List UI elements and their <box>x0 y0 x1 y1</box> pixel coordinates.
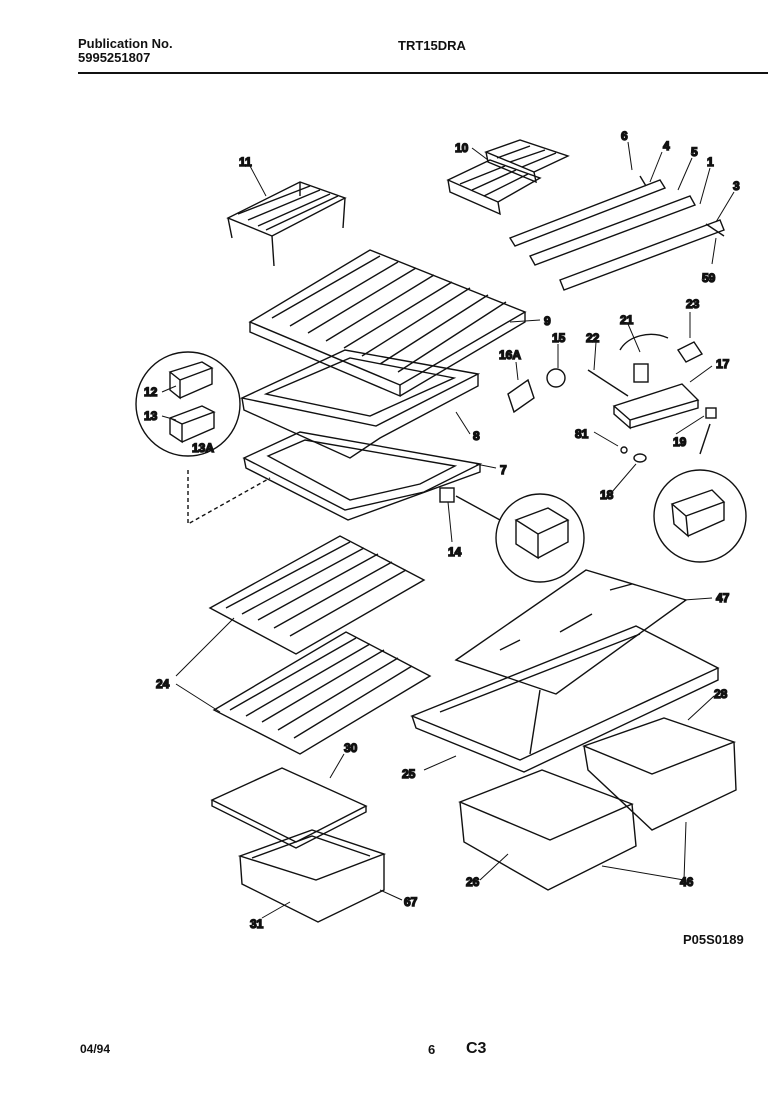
part-electrical-components <box>507 333 717 463</box>
part-wire-shelves <box>208 535 432 755</box>
callout-67: 67 <box>404 895 418 909</box>
callout-21: 21 <box>620 313 634 327</box>
part-glass-shelf <box>454 569 688 695</box>
part-pan-cover <box>210 767 368 849</box>
callout-19: 19 <box>673 435 687 449</box>
callout-23: 23 <box>686 297 700 311</box>
callout-31: 31 <box>250 917 264 931</box>
callout-59: 59 <box>702 271 716 285</box>
callout-13: 13 <box>144 409 158 423</box>
callout-3: 3 <box>733 179 740 193</box>
callout-47: 47 <box>716 591 730 605</box>
callout-18: 18 <box>600 488 614 502</box>
part-top-shelf <box>248 249 527 398</box>
leader-lines <box>161 141 735 919</box>
publication-date: 04/94 <box>80 1042 111 1056</box>
callout-12: 12 <box>144 385 158 399</box>
section-code: C3 <box>466 1040 487 1057</box>
callout-4: 4 <box>663 139 670 153</box>
part-shelf-rails <box>508 175 725 291</box>
model-number: TRT15DRA <box>398 38 466 53</box>
callout-1: 1 <box>707 155 714 169</box>
publication-number: 5995251807 <box>78 50 151 65</box>
part-detail-switch <box>653 423 747 563</box>
part-detail-bins <box>135 351 241 457</box>
part-crisper-drawers <box>458 717 737 891</box>
part-meat-pan <box>237 829 387 923</box>
part-crisper-frame <box>410 625 720 773</box>
part-wire-rack <box>226 181 347 267</box>
callout-25: 25 <box>402 767 416 781</box>
publication-label: Publication No. <box>78 36 173 51</box>
callout-28: 28 <box>714 687 728 701</box>
page-number: 6 <box>428 1042 436 1057</box>
callout-26: 26 <box>466 875 480 889</box>
callout-17: 17 <box>716 357 730 371</box>
callout-13A: 13A <box>192 441 214 455</box>
callout-10: 10 <box>455 141 469 155</box>
callout-22: 22 <box>586 331 600 345</box>
header-rule <box>78 72 768 74</box>
callout-30: 30 <box>344 741 358 755</box>
part-light-socket <box>439 487 585 583</box>
callout-9: 9 <box>544 314 551 328</box>
part-ice-trays <box>446 139 570 216</box>
callout-6: 6 <box>621 129 628 143</box>
callout-16A: 16A <box>499 348 521 362</box>
callout-24: 24 <box>156 677 170 691</box>
callout-7: 7 <box>500 463 507 477</box>
callout-15: 15 <box>552 331 566 345</box>
drawing-reference: P05S0189 <box>683 932 744 947</box>
part-shelf-frame <box>239 349 481 459</box>
leader-dashed <box>187 470 271 526</box>
callout-46: 46 <box>680 875 694 889</box>
callout-11: 11 <box>239 155 252 169</box>
callout-8: 8 <box>473 429 480 443</box>
callout-81: 81 <box>575 427 589 441</box>
part-bottom-frame <box>242 431 483 521</box>
callout-5: 5 <box>691 145 698 159</box>
callout-14: 14 <box>448 545 462 559</box>
